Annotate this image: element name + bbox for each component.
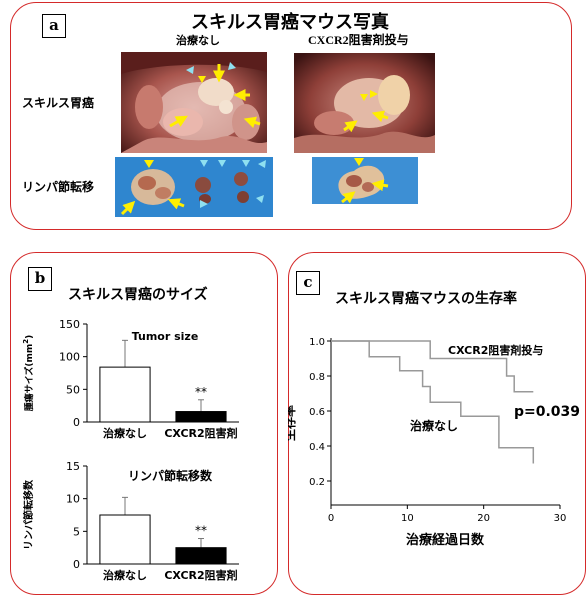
- arrow-icon: [167, 198, 185, 210]
- panel-b-letter: b: [28, 267, 52, 291]
- panel-a-title: スキルス胃癌マウス写真: [191, 12, 389, 33]
- y-tick-label: 0.4: [309, 442, 325, 453]
- chart-tumor-size: 0 50 100 150 治療なし CXCR2阻害剤 ** Tumor size 腫瘍サイズ(m…: [22, 318, 239, 440]
- panel-b: [10, 252, 278, 595]
- chart-inner-title: リンパ節転移数: [128, 468, 213, 483]
- arrow-icon: [169, 115, 188, 128]
- y-tick-label: 0.6: [309, 407, 325, 418]
- y-axis-label: 生存率: [288, 405, 297, 441]
- x-category-label: 治療なし: [103, 568, 147, 582]
- arrow-icon: [341, 191, 356, 204]
- x-category-label: CXCR2阻害剤: [164, 426, 237, 440]
- significance-marker: **: [195, 385, 207, 399]
- arrow-overlay: [120, 62, 389, 216]
- y-tick-label: 1.0: [309, 337, 325, 348]
- panel-c-letter: c: [296, 271, 320, 295]
- chart-inner-title: Tumor size: [132, 330, 199, 343]
- x-tick-label: 20: [477, 513, 490, 524]
- triangle-marker-icon: [186, 66, 194, 74]
- series-line-untreated: [331, 340, 535, 464]
- y-tick-label: 150: [59, 318, 80, 331]
- bar: [99, 514, 151, 565]
- arrow-icon: [120, 200, 136, 216]
- triangle-marker-icon: [242, 160, 250, 167]
- y-axis-label: 腫瘍サイズ(mm2): [22, 335, 35, 412]
- column-label-untreated: 治療なし: [176, 34, 220, 47]
- triangle-marker-icon: [144, 160, 154, 168]
- row-label-stomach-cancer: スキルス胃癌: [22, 96, 95, 110]
- panel-a: [10, 2, 572, 230]
- x-tick-label: 30: [554, 513, 567, 524]
- triangle-marker-icon: [200, 160, 208, 167]
- arrow-icon: [343, 120, 358, 133]
- panel-c: [288, 252, 586, 595]
- arrow-icon: [371, 110, 389, 123]
- arrow-icon: [243, 116, 261, 129]
- triangle-marker-icon: [200, 200, 208, 208]
- column-label-treated: CXCR2阻害剤投与: [308, 33, 409, 47]
- y-tick-label: 50: [66, 383, 80, 396]
- triangle-marker-icon: [228, 62, 236, 70]
- photo-treated-lymph: [312, 157, 418, 204]
- x-axis-label: 治療経過日数: [406, 532, 485, 548]
- y-tick-label: 0.2: [309, 477, 325, 488]
- triangle-marker-icon: [360, 94, 368, 101]
- x-tick-label: 0: [328, 513, 334, 524]
- panel-b-title: スキルス胃癌のサイズ: [68, 287, 208, 303]
- x-category-label: CXCR2阻害剤: [164, 568, 237, 582]
- x-category-label: 治療なし: [103, 426, 147, 440]
- triangle-marker-icon: [218, 160, 226, 167]
- arrow-icon: [371, 179, 389, 192]
- y-tick-label: 15: [66, 460, 80, 473]
- triangle-marker-icon: [256, 195, 264, 203]
- y-tick-label: 0: [73, 558, 80, 571]
- triangle-marker-icon: [258, 160, 266, 168]
- panel-c-title: スキルス胃癌マウスの生存率: [335, 291, 517, 307]
- bar: [175, 411, 227, 423]
- bar: [99, 366, 151, 423]
- row-label-lymph-metastasis: リンパ節転移: [22, 180, 95, 194]
- y-axis-label: リンパ節転移数: [22, 479, 35, 550]
- y-tick-label: 10: [66, 493, 80, 506]
- series-label-untreated: 治療なし: [410, 418, 458, 433]
- bar: [175, 547, 227, 565]
- triangle-marker-icon: [354, 158, 364, 166]
- x-tick-label: 10: [401, 513, 414, 524]
- series-line-treated: [331, 340, 534, 393]
- y-tick-label: 0.8: [309, 372, 325, 383]
- series-label-treated: CXCR2阻害剤投与: [448, 343, 543, 357]
- y-tick-label: 0: [73, 416, 80, 429]
- panel-a-letter: a: [42, 14, 66, 38]
- triangle-marker-icon: [370, 90, 378, 98]
- triangle-marker-icon: [198, 76, 206, 83]
- p-value-label: p=0.039: [514, 404, 580, 420]
- y-tick-label: 5: [73, 525, 80, 538]
- significance-marker: **: [195, 524, 207, 538]
- y-tick-label: 100: [59, 351, 80, 364]
